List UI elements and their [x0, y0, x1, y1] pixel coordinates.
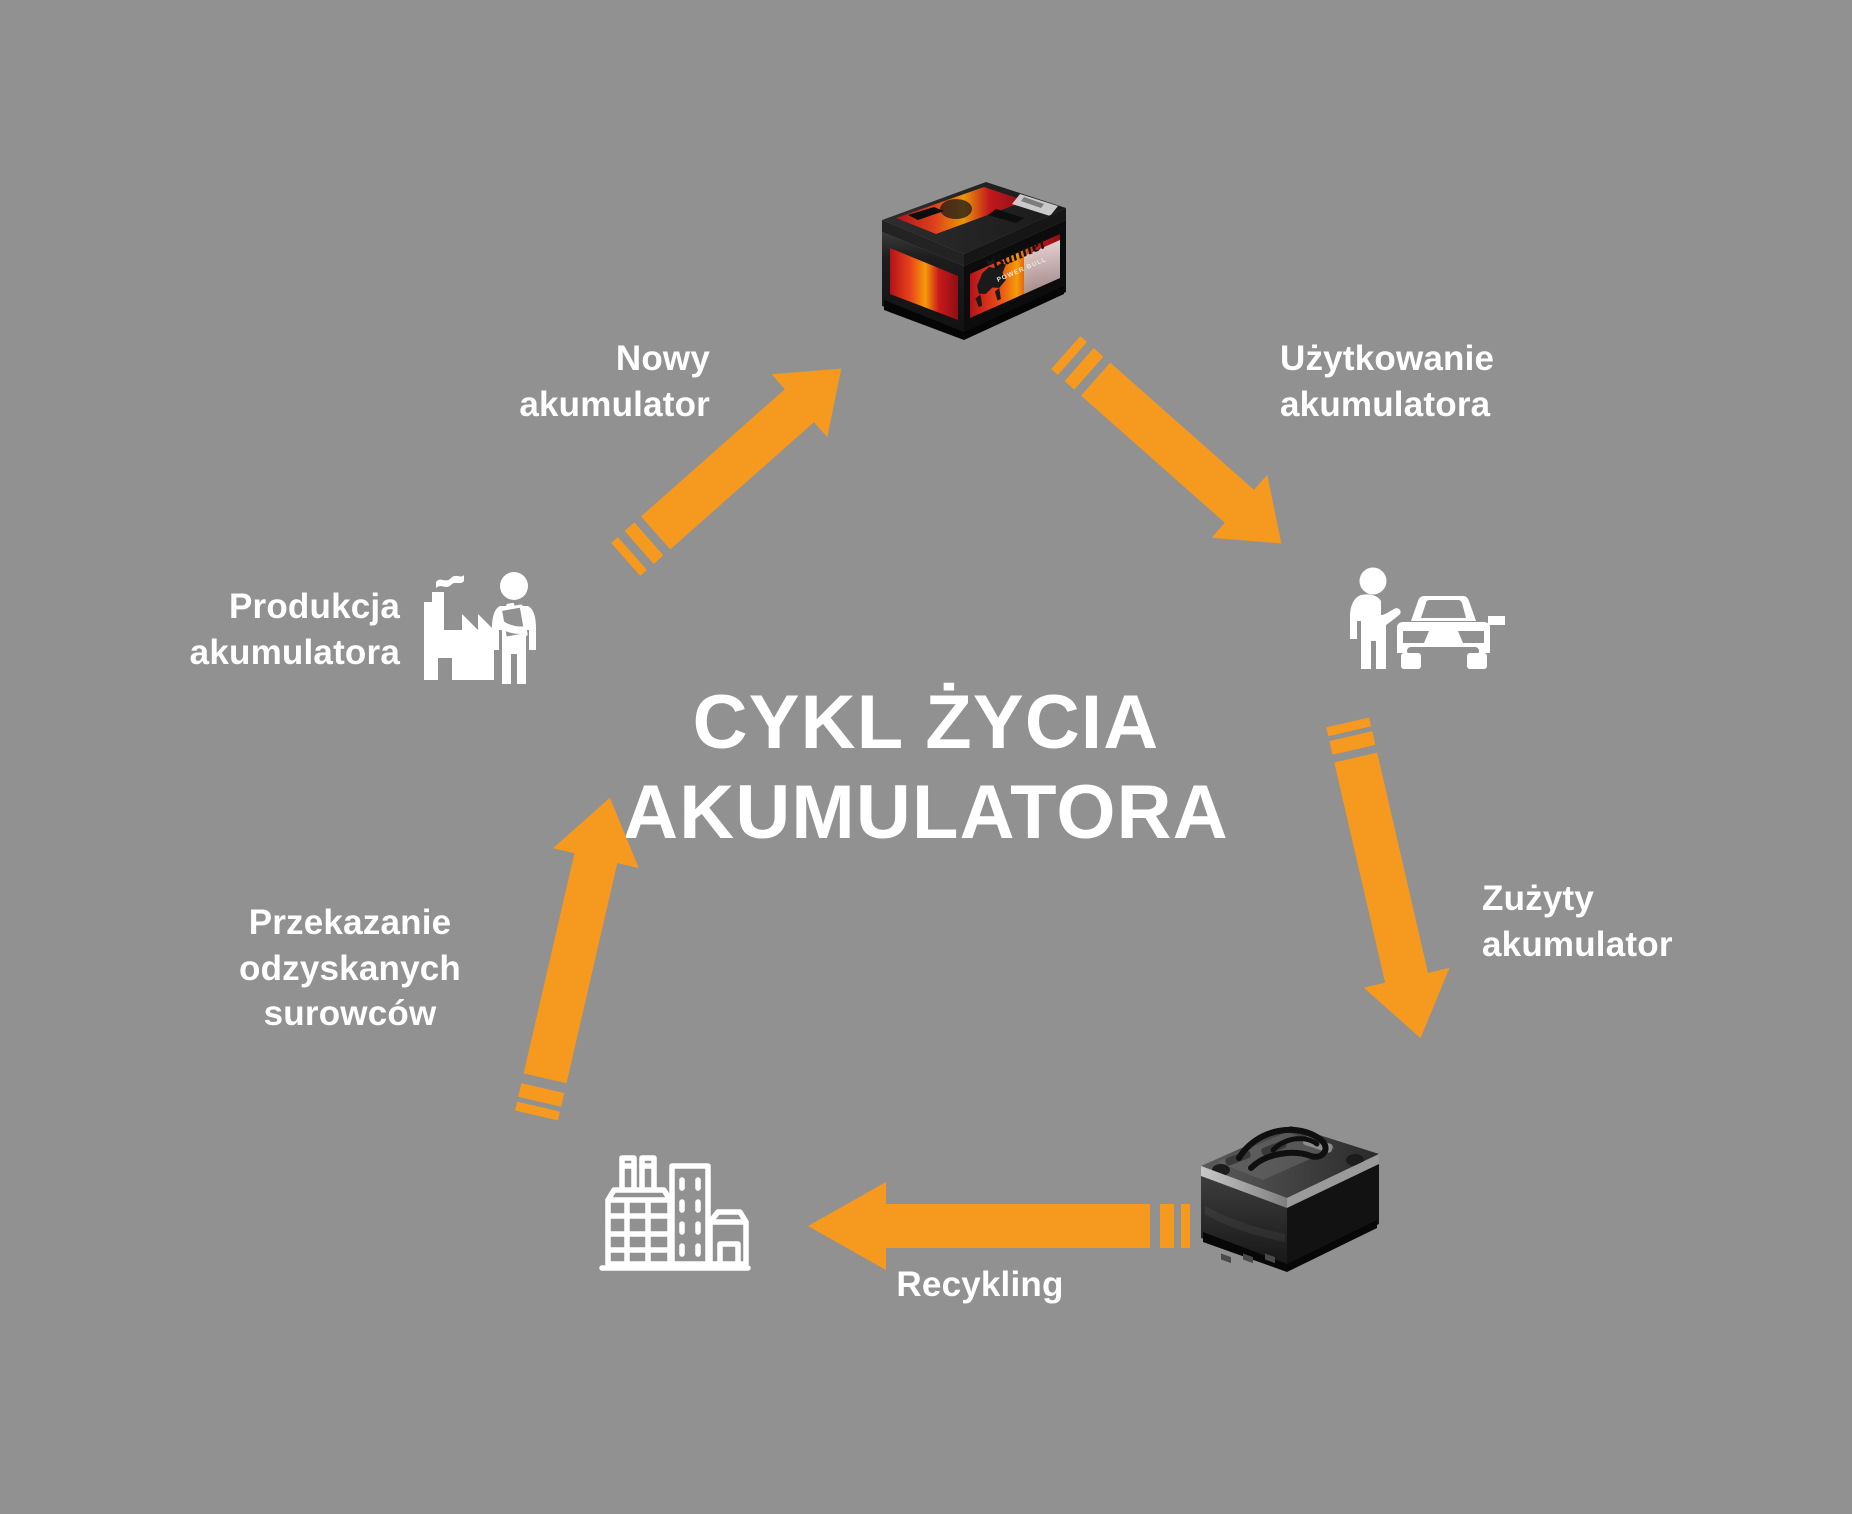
label-produkcja-akumulatora: Produkcja akumulatora	[189, 587, 400, 672]
label-przekazanie-surowcow: Przekazanie odzyskanych surowców	[238, 903, 461, 1033]
label-uzytkowanie-akumulatora: Użytkowanie akumulatora	[1280, 339, 1495, 424]
factory-worker-icon	[418, 570, 548, 690]
new-car-battery-photo: Banner POWER BULL	[874, 174, 1070, 344]
label-zuzyty-akumulator: Zużyty akumulator	[1482, 879, 1673, 964]
page-title: CYKL ŻYCIA AKUMULATORA	[623, 680, 1229, 855]
person-with-car-icon	[1345, 565, 1510, 675]
label-nowy-akumulator: Nowy akumulator	[519, 339, 710, 424]
arrow-uzytkowanie-to-zuzyty	[1292, 717, 1482, 1068]
recycling-plant-icon	[599, 1148, 751, 1280]
used-car-battery-photo	[1195, 1110, 1385, 1275]
arrow-zuzyty-to-recykling	[790, 1178, 1190, 1274]
label-recykling: Recykling	[896, 1265, 1064, 1304]
arrow-recykling-to-produkcja	[482, 760, 672, 1121]
arrow-nowy-to-uzytkowanie	[1028, 322, 1328, 582]
arrow-produkcja-to-nowy	[588, 330, 888, 590]
